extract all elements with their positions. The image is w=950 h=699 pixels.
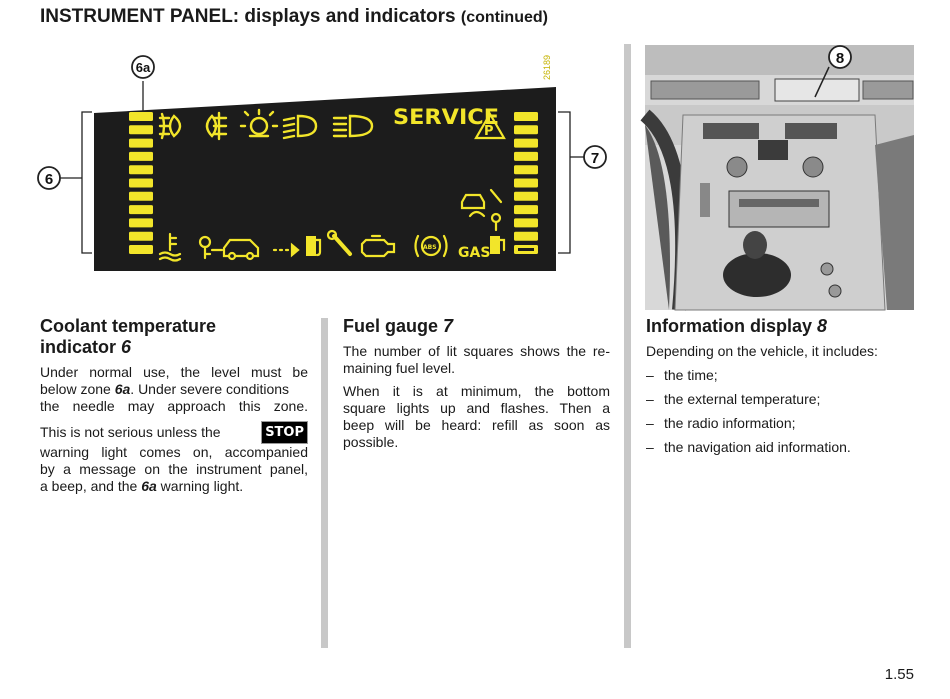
gas-indicator: GAS [458, 245, 490, 261]
information-intro: Depending on the vehicle, it includes: [646, 343, 878, 359]
fuel-level-icon [490, 236, 506, 254]
gauge-segment [129, 178, 153, 188]
gauge-segment [514, 151, 538, 161]
gauge-segment [129, 245, 153, 254]
wrench-icon [326, 229, 352, 256]
svg-text:6: 6 [45, 171, 53, 188]
information-list: the time; the external temperature; the … [646, 367, 916, 456]
fuel-gauge [514, 112, 538, 254]
page-title: INSTRUMENT PANEL: displays and indicator… [40, 6, 548, 28]
coolant-temperature-icon [158, 232, 182, 262]
title-main: INSTRUMENT PANEL: displays and indicator… [40, 6, 456, 27]
dashboard-illustration: 8 [640, 45, 914, 311]
gauge-segment [514, 205, 538, 215]
stability-control-icon [460, 188, 503, 232]
fuel-gauge-heading: Fuel gauge 7 [343, 316, 454, 336]
car-dashboard-photo: 8 [640, 45, 914, 311]
list-item: the radio information; [646, 415, 916, 432]
coolant-heading: Coolant temperature indicator 6 [40, 316, 217, 357]
fuel-gauge-section: Fuel gauge 7 The number of lit squares s… [343, 316, 610, 451]
fuel-pump-icon [306, 236, 322, 257]
list-item: the navigation aid information. [646, 439, 916, 456]
fuel-paragraph-2: When it is at minimum, the bottom square… [343, 383, 610, 450]
key-car-icon [198, 235, 260, 261]
callout-8 [828, 45, 852, 69]
svg-text:7: 7 [591, 150, 599, 167]
gauge-segment [514, 112, 538, 121]
gauge-segment [514, 218, 538, 228]
gauge-segment [514, 125, 538, 135]
gauge-segment [514, 138, 538, 148]
coolant-section: Coolant temperature indicator 6 Under no… [40, 316, 308, 495]
page-number: 1.55 [884, 666, 914, 683]
bracket-right [558, 111, 571, 254]
gauge-segment [514, 165, 538, 175]
gauge-segment-inner [518, 248, 534, 251]
list-item: the external temperature; [646, 391, 916, 408]
instrument-panel-illustration: SERVICE P 26189 [37, 55, 607, 271]
title-continued: (continued) [460, 9, 548, 26]
coolant-temperature-gauge [129, 112, 153, 254]
main-beam-icon [332, 114, 374, 138]
fuel-paragraph-1: The number of lit squares shows the re- … [343, 343, 610, 376]
abs-icon [414, 234, 448, 258]
gauge-segment [129, 138, 153, 148]
figure-reference: 26189 [542, 55, 552, 80]
bracket-left [81, 111, 92, 254]
stop-warning-badge: STOP [261, 421, 308, 444]
information-display-section: Information display 8 Depending on the v… [646, 316, 916, 463]
svg-text:P: P [484, 124, 494, 139]
callout-6 [37, 166, 61, 190]
gauge-segment [129, 112, 153, 121]
front-fog-light-icon [158, 112, 182, 140]
list-item: the time; [646, 367, 916, 384]
parking-brake-icon: P [474, 111, 506, 140]
gauge-segment [514, 178, 538, 188]
coolant-paragraph-1: Under normal use, the level must be belo… [40, 364, 308, 414]
gauge-segment [129, 165, 153, 175]
callout-6a [131, 55, 155, 79]
svg-text:ABS: ABS [423, 244, 437, 251]
svg-text:8: 8 [836, 50, 844, 67]
direction-arrow-icon [272, 242, 300, 258]
gauge-segment [129, 151, 153, 161]
column-divider [321, 318, 328, 648]
instrument-panel-figure: SERVICE P 26189 [36, 50, 607, 280]
service-indicator: SERVICE [393, 105, 499, 129]
gauge-segment [129, 231, 153, 241]
svg-text:6a: 6a [136, 60, 151, 75]
gauge-segment [129, 191, 153, 201]
gauge-segment [514, 191, 538, 201]
side-lights-icon [239, 108, 279, 138]
gauge-segment [129, 218, 153, 228]
gauge-segment [514, 231, 538, 241]
gauge-segment [129, 125, 153, 135]
information-display-heading: Information display 8 [646, 316, 828, 336]
rear-fog-light-icon [205, 111, 228, 141]
gauge-segment [129, 205, 153, 215]
information-display [774, 78, 860, 102]
callout-7 [583, 145, 607, 169]
dipped-beam-icon [282, 114, 318, 140]
column-divider [624, 44, 631, 648]
engine-check-icon [360, 234, 396, 258]
